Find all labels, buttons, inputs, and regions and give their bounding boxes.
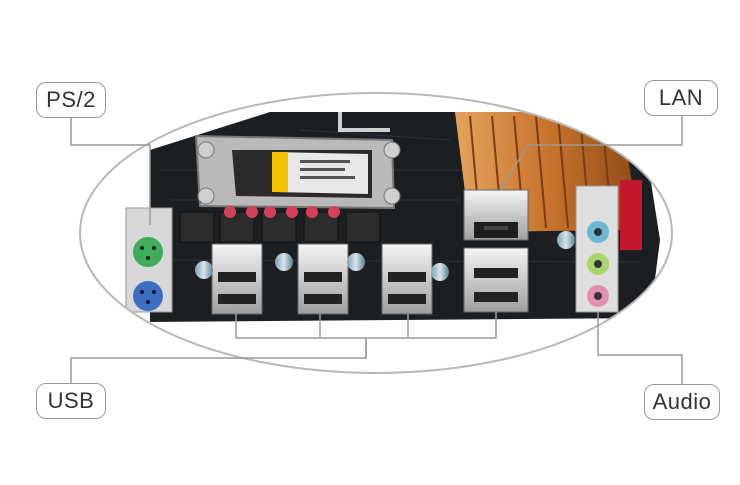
focus-oval xyxy=(79,92,673,374)
vrm-chokes xyxy=(179,211,381,243)
cpu-socket xyxy=(194,112,401,210)
capacitors xyxy=(195,231,575,281)
red-slot xyxy=(620,180,642,250)
ps2-mouse-port xyxy=(133,281,163,311)
usb-port-stack-1 xyxy=(211,243,263,315)
ps2-port xyxy=(125,207,173,313)
callout-lines xyxy=(70,116,683,384)
ps2-label: PS/2 xyxy=(36,82,106,118)
usb-port-stack-3 xyxy=(381,243,433,315)
lan-port xyxy=(463,189,529,241)
usb-label: USB xyxy=(36,383,106,419)
usb-port-stack-4 xyxy=(463,247,529,313)
lan-label: LAN xyxy=(644,80,718,116)
audio-label: Audio xyxy=(644,384,720,420)
usb-port-stack-2 xyxy=(297,243,349,315)
audio-jacks xyxy=(575,185,619,313)
ps2-keyboard-port xyxy=(133,237,163,267)
